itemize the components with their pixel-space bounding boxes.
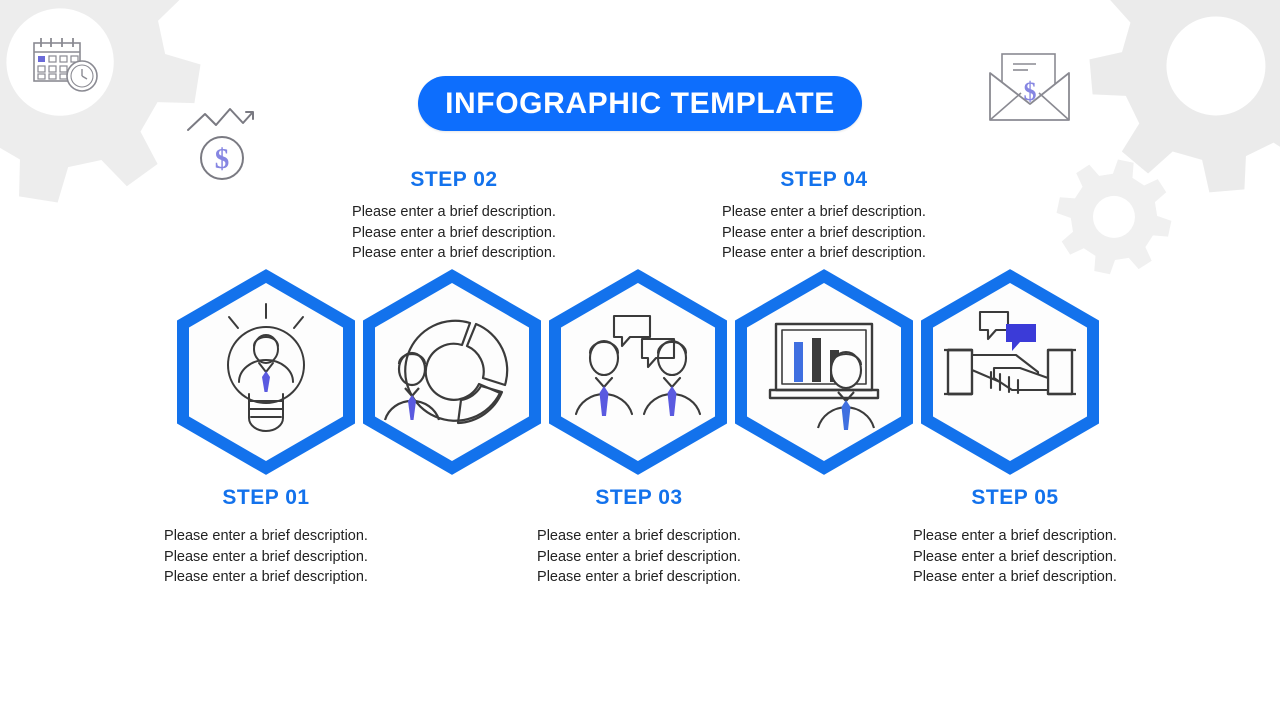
step-description-line: Please enter a brief description.	[537, 528, 741, 544]
step-title-01: STEP 01	[222, 486, 310, 509]
step-description-line: Please enter a brief description.	[913, 528, 1117, 544]
step-description-line: Please enter a brief description.	[913, 548, 1117, 565]
step-caption-03: STEP 03 Please enter a brief description…	[509, 486, 769, 588]
step-description-line: Please enter a brief description.	[352, 245, 556, 261]
hexagon-outline	[555, 276, 721, 468]
step-description-02: Please enter a brief description. Please…	[324, 202, 584, 264]
step-description-line: Please enter a brief description.	[722, 204, 926, 220]
hexagon-outline	[369, 276, 535, 468]
tie-accent	[408, 395, 416, 420]
bar-2	[812, 338, 821, 382]
hexagon-step-04[interactable]	[741, 276, 907, 468]
step-description-line: Please enter a brief description.	[352, 204, 556, 220]
hexagon-step-01[interactable]	[183, 276, 349, 468]
bar-1	[794, 342, 803, 382]
hexagon-outline	[741, 276, 907, 468]
step-title-04: STEP 04	[780, 168, 868, 191]
speech-bubble-filled	[1006, 324, 1036, 351]
step-title-03: STEP 03	[595, 486, 683, 509]
page-title: INFOGRAPHIC TEMPLATE	[418, 76, 862, 131]
step-description-line: Please enter a brief description.	[913, 569, 1117, 585]
step-description-line: Please enter a brief description.	[352, 224, 556, 241]
step-caption-01: STEP 01 Please enter a brief description…	[136, 486, 396, 588]
step-caption-04: STEP 04 Please enter a brief description…	[694, 168, 954, 264]
step-description-line: Please enter a brief description.	[164, 528, 368, 544]
step-title-05: STEP 05	[971, 486, 1059, 509]
step-title-02: STEP 02	[410, 168, 498, 191]
page-title-text: INFOGRAPHIC TEMPLATE	[445, 86, 835, 120]
tie-accent	[841, 400, 851, 430]
donut-chart-person-icon	[383, 319, 509, 425]
tie-accent	[262, 371, 270, 392]
step-description-03: Please enter a brief description. Please…	[509, 526, 769, 588]
step-description-line: Please enter a brief description.	[537, 569, 741, 585]
hexagon-step-05[interactable]	[927, 276, 1093, 468]
step-description-line: Please enter a brief description.	[537, 548, 741, 565]
step-description-line: Please enter a brief description.	[164, 569, 368, 585]
step-description-line: Please enter a brief description.	[164, 548, 368, 565]
step-description-line: Please enter a brief description.	[722, 224, 926, 241]
step-caption-05: STEP 05 Please enter a brief description…	[885, 486, 1145, 588]
step-description-04: Please enter a brief description. Please…	[694, 202, 954, 264]
presentation-bar-chart-icon	[768, 322, 880, 400]
step-caption-02: STEP 02 Please enter a brief description…	[324, 168, 584, 264]
step-description-05: Please enter a brief description. Please…	[885, 526, 1145, 588]
hexagon-step-03[interactable]	[555, 276, 721, 468]
hexagon-step-02[interactable]	[369, 276, 535, 468]
tie-accent-right	[667, 386, 677, 416]
step-description-line: Please enter a brief description.	[722, 245, 926, 261]
step-description-01: Please enter a brief description. Please…	[136, 526, 396, 588]
handshake-speech-bubbles-icon	[978, 310, 1010, 341]
tie-accent-left	[599, 386, 609, 416]
